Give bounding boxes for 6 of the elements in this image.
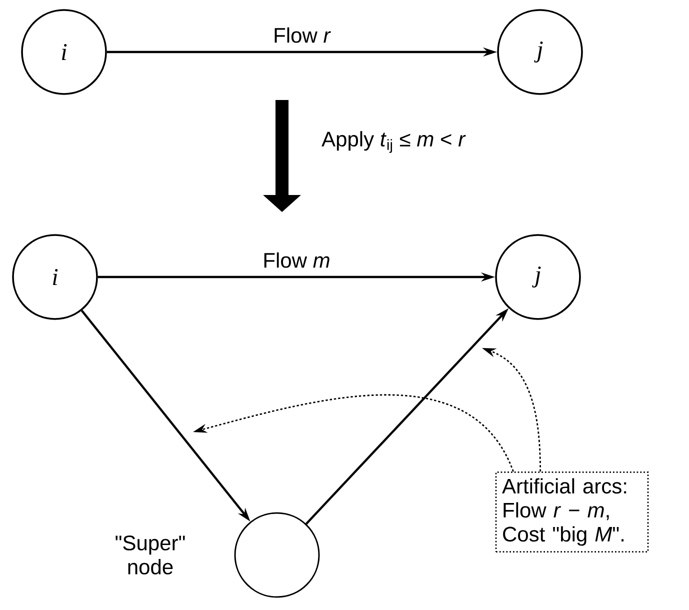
- callout-box: Artificial arcs: Flow r − m, Cost "big M".: [495, 472, 649, 552]
- rule-label: Apply t$_{ij}$ ≤ m < r: [322, 131, 466, 153]
- node-caption: "Super" node: [116, 536, 185, 574]
- edge-label: Flow m: [262, 251, 332, 269]
- hatched-circle: [234, 512, 320, 598]
- edge-label: Flow r: [272, 26, 332, 44]
